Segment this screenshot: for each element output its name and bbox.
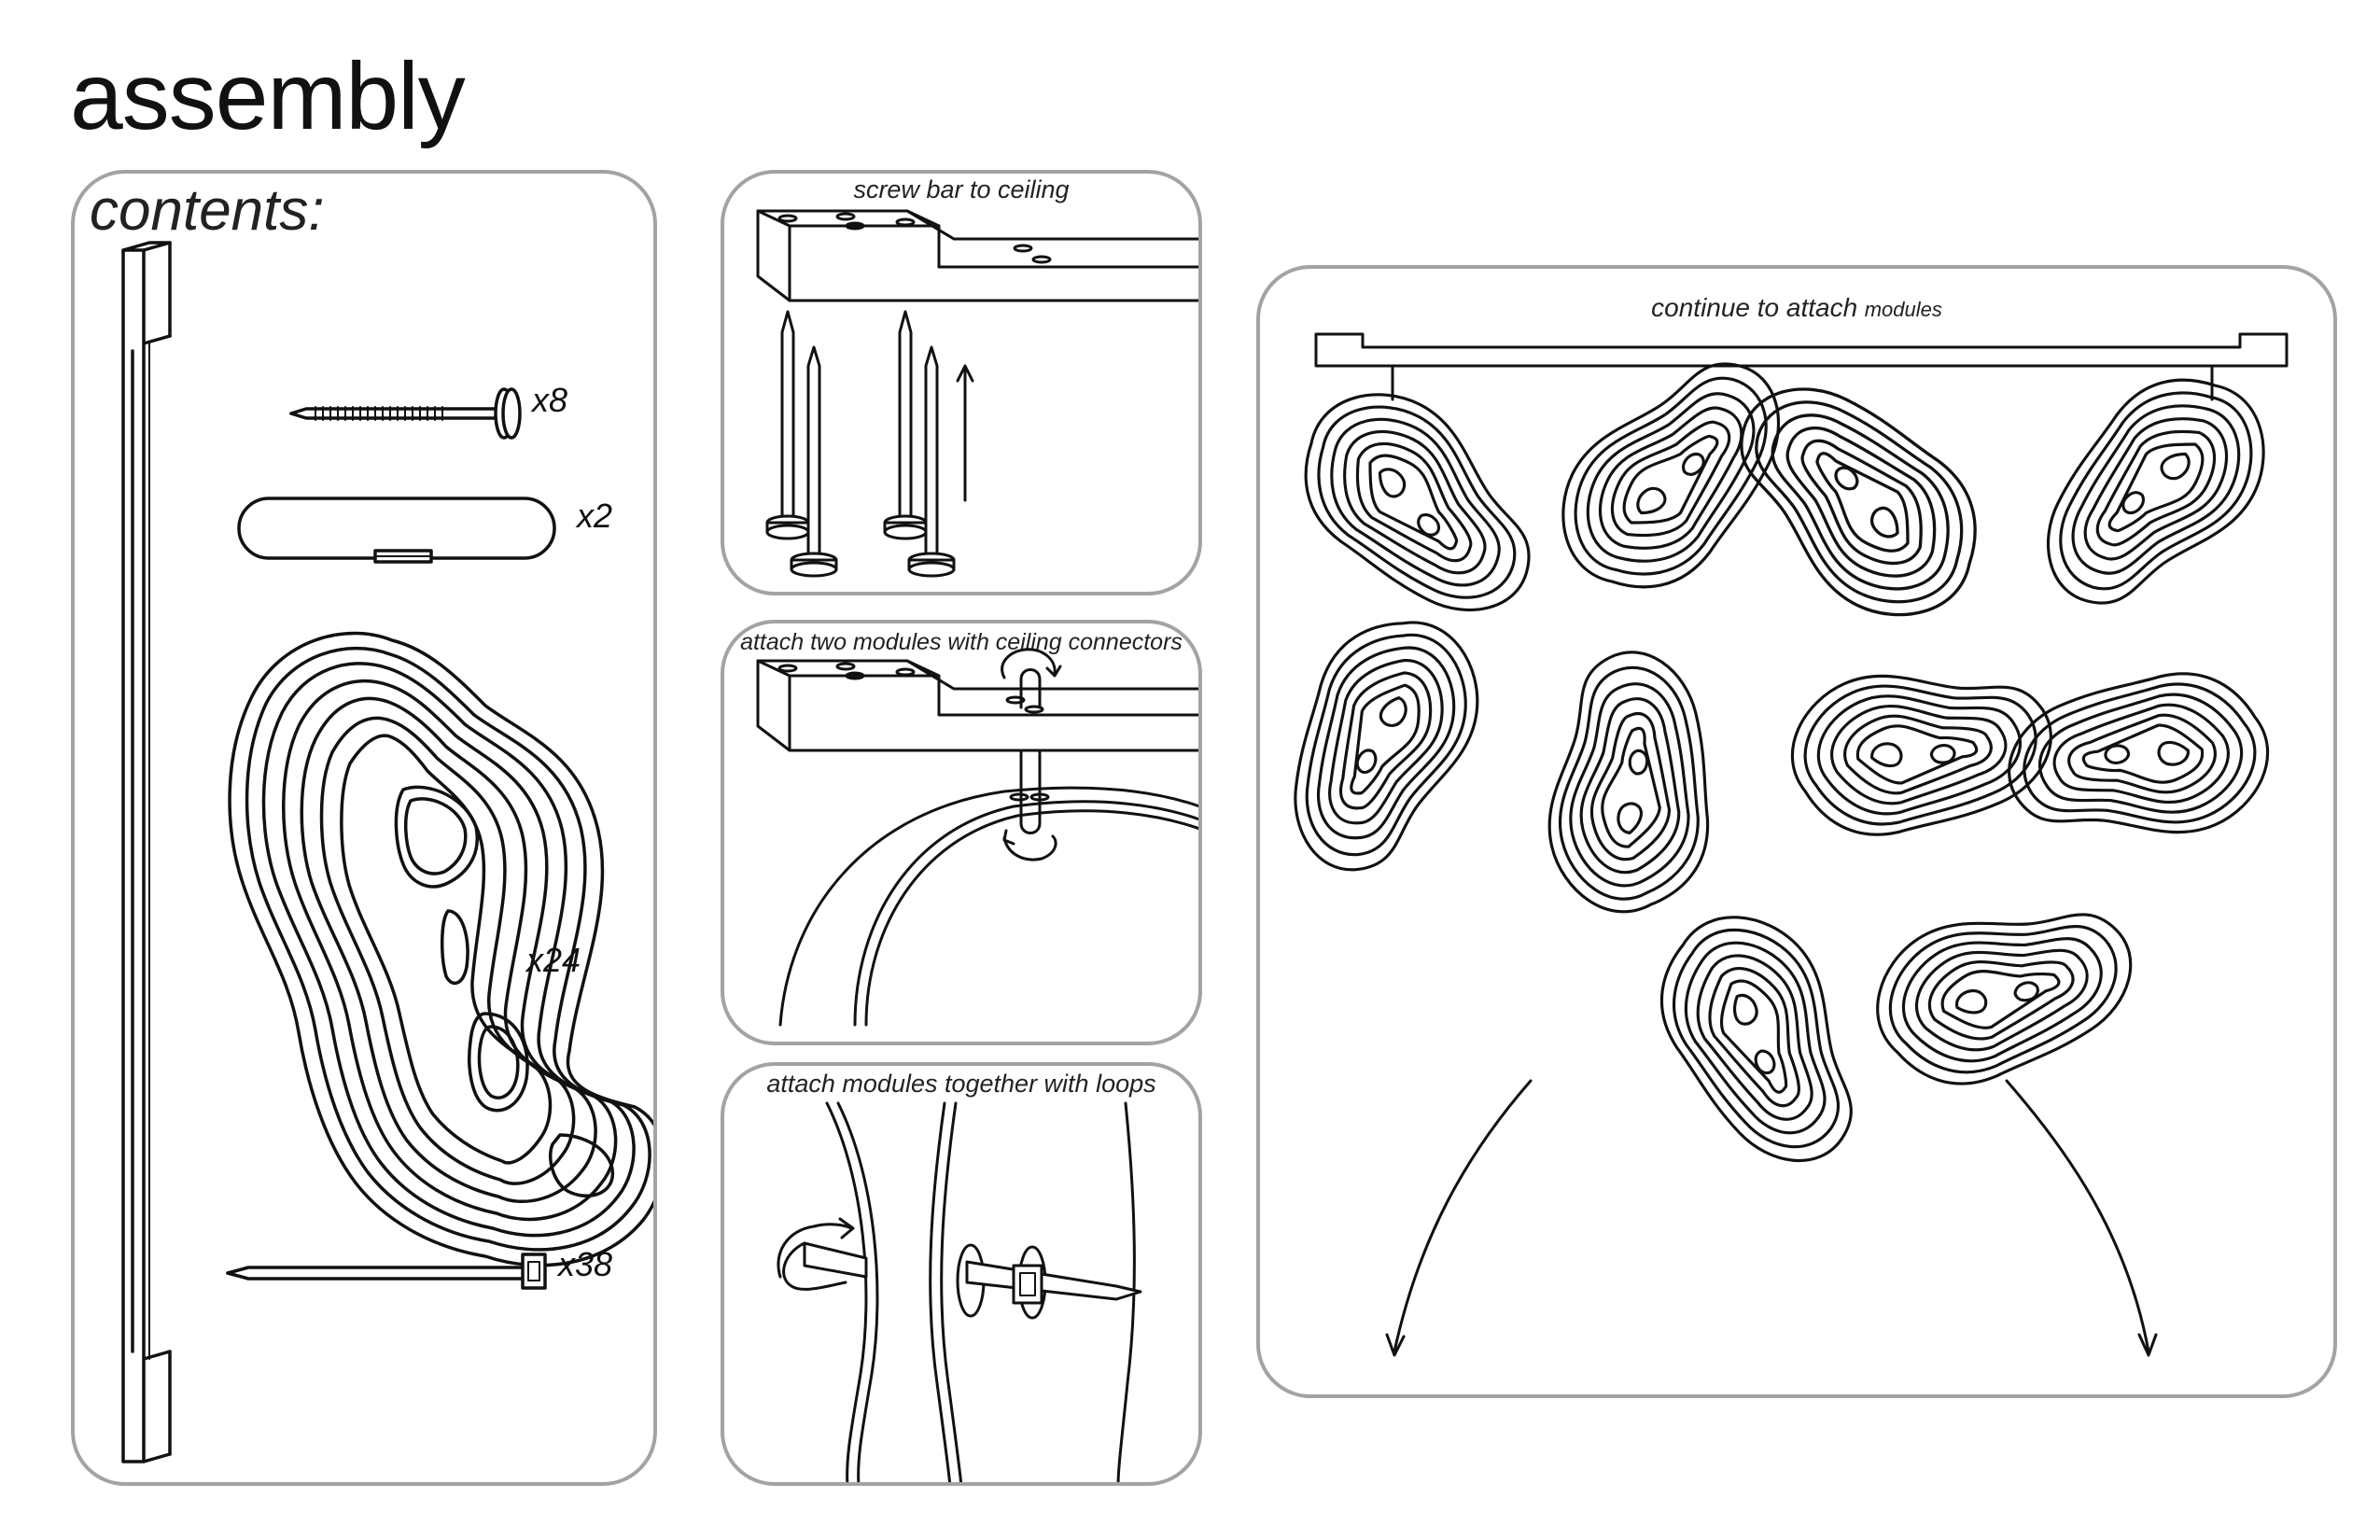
connector-loop-icon (1009, 668, 1050, 834)
step2-illustration (756, 648, 1198, 1027)
step3-panel: attach modules together with loops (721, 1062, 1202, 1486)
up-arrow-icon (956, 364, 974, 502)
bar-end-icon (756, 659, 1198, 752)
bar-end-icon (756, 209, 1198, 302)
step3-illustration (777, 1101, 1142, 1482)
module-edge-icon (778, 786, 1198, 1027)
nail-icon (289, 387, 522, 440)
step1-caption: screw bar to ceiling (853, 175, 1070, 203)
ceiling-connector-icon (237, 497, 556, 564)
nail-count: x8 (532, 381, 568, 419)
module-cluster-icon (1260, 362, 2298, 1178)
step3-caption: attach modules together with loops (766, 1070, 1156, 1098)
connector-count: x2 (577, 497, 613, 535)
screws-icon (765, 310, 956, 578)
step2-caption: attach two modules with ceiling connecto… (740, 629, 1183, 655)
rotate-arrow-icon (1001, 648, 1062, 861)
rotate-arrow-icon (777, 1217, 855, 1279)
step1-panel: screw bar to ceiling (721, 170, 1202, 595)
module-edges-icon (825, 1101, 1136, 1482)
spread-arrow-right-icon (2005, 1079, 2158, 1357)
module-icon (228, 631, 653, 1267)
step2-panel: attach two modules with ceiling connecto… (721, 620, 1202, 1045)
step4-caption: continue to attach modules (1260, 293, 2333, 323)
spread-arrow-left-icon (1385, 1079, 1533, 1357)
step4-panel: continue to attach modules (1256, 265, 2337, 1398)
contents-panel: contents: (71, 170, 657, 1486)
cable-tie-loop-icon (956, 1243, 1142, 1320)
contents-illustration (121, 241, 653, 1463)
cable-tie-icon (226, 1253, 547, 1290)
step4-caption-small: modules (1864, 298, 1942, 321)
step4-illustration (1260, 332, 2298, 1357)
step1-illustration (756, 209, 1198, 578)
module-count: x24 (526, 941, 581, 979)
contents-label: contents: (90, 178, 325, 243)
page-title: assembly (70, 43, 466, 149)
step4-caption-main: continue to attach (1651, 293, 1858, 322)
hanging-bar-icon (1314, 332, 2289, 401)
tie-count: x38 (558, 1245, 613, 1283)
loop-tab-icon (782, 1241, 868, 1291)
ceiling-bar-icon (121, 241, 172, 1463)
